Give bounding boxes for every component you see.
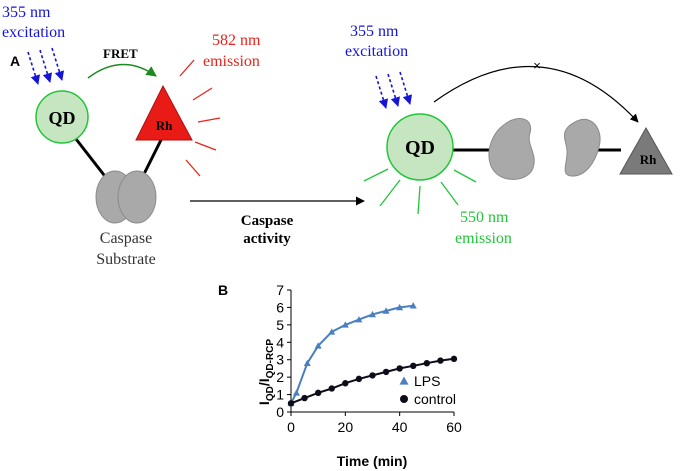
x-tick-label: 20	[338, 419, 354, 435]
data-point-control	[369, 372, 376, 379]
data-point-control	[301, 394, 308, 402]
y-tick-label: 0	[276, 404, 284, 420]
legend-label-LPS: LPS	[414, 373, 440, 389]
data-point-control	[328, 385, 335, 392]
right-qd-dot	[386, 113, 454, 181]
data-point-LPS	[303, 359, 311, 366]
data-point-control	[314, 389, 322, 397]
panel-b-label: B	[218, 282, 228, 298]
data-point-control	[437, 357, 444, 364]
data-point-LPS	[369, 310, 376, 318]
data-point-LPS	[355, 316, 363, 323]
caspase-activity-line2: activity	[243, 231, 291, 247]
ylabel-main: I	[256, 401, 272, 405]
data-point-control	[382, 368, 390, 376]
data-point-control	[342, 380, 349, 387]
substrate-line1: Caspase	[100, 230, 152, 247]
legend-marker-LPS	[399, 376, 409, 385]
data-point-control	[396, 365, 403, 372]
x-tick-label: 60	[446, 419, 462, 435]
left-linker	[74, 136, 164, 177]
data-point-LPS	[341, 321, 349, 328]
ylabel-sep: /I	[256, 378, 272, 386]
data-point-LPS	[314, 342, 322, 349]
left-rh-label: Rh	[156, 118, 173, 133]
y-tick-label: 6	[276, 299, 284, 315]
data-point-control	[287, 400, 295, 407]
chart-y-axis-label: IQD/IQD-RCP	[256, 339, 276, 405]
fret-arrow	[87, 63, 157, 79]
right-excitation-line1: 355 nm	[350, 23, 399, 40]
blocked-fret-arrow	[433, 65, 639, 123]
data-point-control	[355, 375, 363, 383]
ylabel-sub1: QD	[265, 386, 276, 401]
y-tick-label: 5	[276, 317, 284, 333]
red-emission-rays	[179, 59, 221, 177]
left-rh-triangle	[135, 84, 193, 141]
data-point-LPS	[396, 303, 404, 311]
left-qd-dot	[35, 90, 89, 144]
ylabel-sub2: QD-RCP	[265, 339, 276, 379]
right-rh-label: Rh	[640, 152, 657, 167]
data-point-control	[423, 360, 431, 367]
left-emission-line1: 582 nm	[212, 32, 261, 49]
chart-x-axis-label: Time (min)	[337, 453, 408, 469]
kinetics-chart: 01 23 45 67 0 20 40 60 LPS control	[276, 282, 462, 435]
left-qd-label: QD	[49, 108, 76, 128]
left-excitation-line2: excitation	[2, 24, 65, 41]
legend-marker-control	[400, 395, 408, 403]
fret-label: FRET	[103, 46, 138, 61]
right-excitation-arrows	[375, 71, 413, 109]
data-point-LPS	[409, 302, 417, 309]
legend-label-control: control	[414, 391, 456, 407]
data-point-LPS	[382, 307, 390, 314]
panel-a-label: A	[10, 53, 20, 69]
series-line-LPS	[290, 304, 414, 404]
y-tick-label: 7	[276, 282, 284, 298]
left-excitation-arrows	[27, 47, 65, 85]
data-point-control	[450, 355, 458, 363]
data-point-LPS	[292, 389, 300, 396]
caspase-activity-line1: Caspase	[241, 213, 294, 229]
left-emission-line2: emission	[203, 53, 260, 70]
right-emission-line1: 550 nm	[460, 209, 509, 226]
blocked-mark: ×	[533, 58, 541, 73]
left-excitation-line1: 355 nm	[2, 4, 51, 21]
y-tick-label: 2	[276, 369, 284, 385]
y-tick-label: 4	[276, 334, 284, 350]
svg-text:IQD/IQD-RCP: IQD/IQD-RCP	[256, 339, 276, 405]
green-emission-rays	[363, 168, 477, 215]
data-point-LPS	[328, 328, 336, 335]
data-point-control	[410, 362, 417, 370]
right-rh-triangle	[619, 126, 673, 175]
x-tick-label: 0	[287, 419, 295, 435]
y-tick-label: 3	[276, 352, 284, 368]
cleaved-substrate-left	[488, 118, 535, 180]
cleaved-substrate-right	[564, 118, 601, 177]
right-qd-label: QD	[405, 137, 435, 159]
substrate-line2: Substrate	[96, 251, 156, 268]
right-emission-line2: emission	[455, 230, 512, 247]
y-tick-label: 1	[276, 387, 284, 403]
left-caspase-substrate	[95, 170, 157, 224]
x-tick-label: 40	[392, 419, 408, 435]
right-excitation-line2: excitation	[345, 43, 408, 60]
